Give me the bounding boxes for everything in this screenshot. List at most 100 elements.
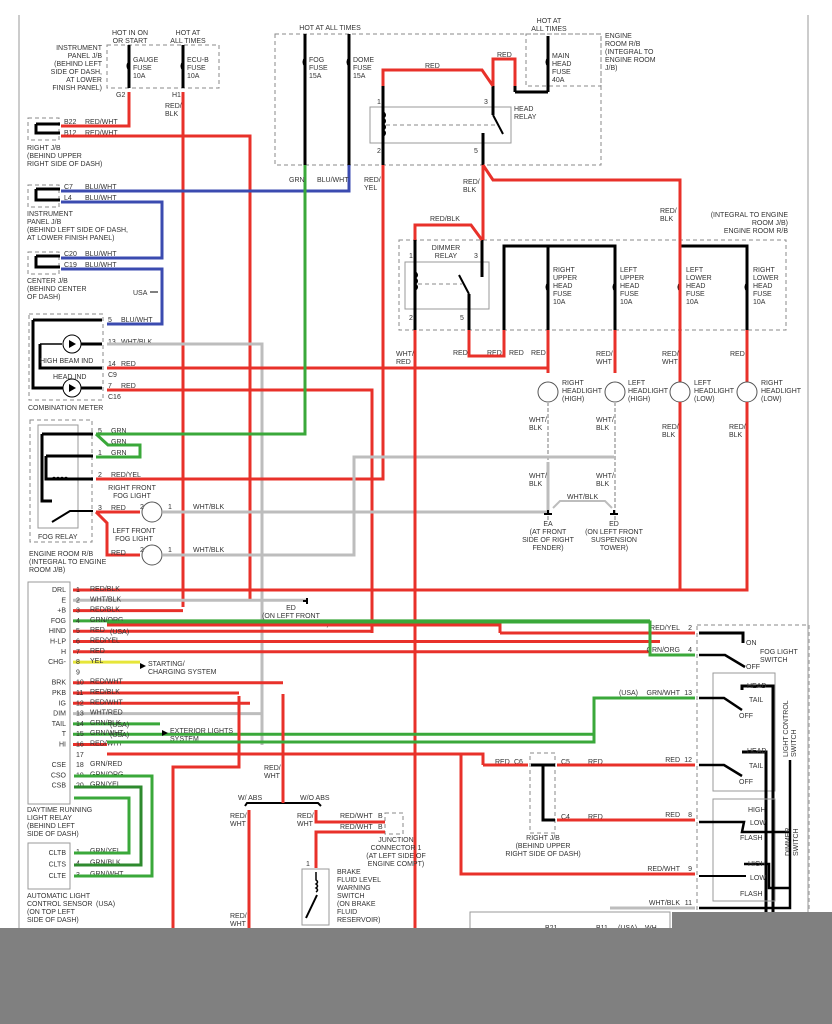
fog-relay-coil-icon [51, 476, 69, 481]
svg-text:(USA): (USA) [96, 901, 115, 908]
wire-blu-wht-c19 [61, 267, 164, 326]
svg-text:3: 3 [484, 99, 488, 106]
svg-text:2: 2 [140, 504, 144, 511]
fog-light-icon [141, 501, 163, 523]
fuse-icon [545, 282, 549, 292]
drl-pin-name: H [61, 649, 66, 656]
head-ind-label: HEAD IND [53, 374, 86, 381]
switch-pin-number: 13 [684, 690, 692, 697]
drl-pin-number: 2 [76, 597, 80, 604]
wire-red-main-fuse [491, 57, 517, 86]
svg-text:HIGH: HIGH [748, 807, 766, 814]
svg-text:HEAD: HEAD [747, 683, 766, 690]
headlight-icon [604, 381, 626, 403]
svg-text:RED: RED [588, 814, 603, 821]
svg-text:1: 1 [168, 547, 172, 554]
svg-text:HIGH: HIGH [748, 861, 766, 868]
headlight-icon [669, 381, 691, 403]
right-jb-right: C6 C5 C4 RED RED RED RIGHT J/B(BEHIND UP… [495, 752, 603, 858]
svg-text:RED: RED [487, 350, 502, 357]
drl-pin: 9 [76, 669, 80, 676]
svg-text:RED: RED [453, 350, 468, 357]
ground-ea-icon [544, 510, 552, 515]
drl-pin-wire: RED [90, 627, 105, 634]
drl-pin-number: 18 [76, 762, 84, 769]
grn-label: GRN [289, 177, 305, 184]
hot-all-times-label-2: HOT AT ALL TIMES [299, 25, 361, 32]
svg-text:C6: C6 [514, 759, 523, 766]
red-label-top-2: RED [497, 52, 512, 59]
svg-text:C5: C5 [561, 759, 570, 766]
wire-red-dimmer-5 [467, 330, 506, 358]
drl-pin-name: HI [59, 742, 66, 749]
switch-pin-number: 12 [684, 757, 692, 764]
drl-pin-name: HIND [49, 628, 66, 635]
drl-pin-wire: RED/YEL [90, 638, 120, 645]
dimmer-switch-label: DIMMERSWITCH [785, 828, 800, 856]
drl-pin-name: TAIL [52, 721, 66, 728]
combination-meter-label: COMBINATION METER [28, 405, 103, 412]
svg-text:5: 5 [98, 428, 102, 435]
bottom-overlay [0, 928, 832, 1024]
svg-text:LOW: LOW [750, 875, 766, 882]
svg-text:RED: RED [121, 361, 136, 368]
brake-switch-spring-icon [314, 872, 319, 893]
arrow-icon [162, 730, 168, 736]
wire-grn-org-cso [74, 785, 143, 867]
svg-text:1: 1 [377, 99, 381, 106]
light-switch-lever-icon [699, 763, 743, 778]
dimmer-switch: HIGH LOW FLASH HIGH LOW FLASH DIMMERSWIT… [699, 760, 800, 910]
switch-pin-wire: WHT/BLK [649, 900, 680, 907]
wire-red-wht-b22 [61, 92, 131, 128]
fog-relay-label: FOG RELAY [38, 534, 78, 541]
switch-pin-number: 9 [688, 866, 692, 873]
svg-text:RED/WHT: RED/WHT [596, 351, 613, 366]
brake-section: RED/WHT W/ ABS W/O ABS RED/WHT RED/WHT R… [230, 765, 426, 928]
svg-text:RED: RED [509, 350, 524, 357]
wire-grn-red-cse [74, 774, 154, 878]
svg-text:BLU/WHT: BLU/WHT [85, 184, 117, 191]
wire-wht-blk-13 [107, 342, 264, 745]
wire-red-wht-9 [107, 752, 695, 876]
drl-pin-number: 11 [76, 690, 83, 697]
drl-pin-name: CSO [51, 772, 67, 779]
svg-text:1: 1 [98, 450, 102, 457]
fuse-icon [612, 282, 616, 292]
wire-grn-yel-csb [74, 796, 131, 855]
svg-text:B12: B12 [64, 130, 77, 137]
svg-text:L4: L4 [64, 195, 72, 202]
drl-pin-number: 10 [76, 680, 84, 687]
svg-text:FLASH: FLASH [740, 891, 763, 898]
wire-grn-5 [96, 165, 307, 436]
drl-pin-wire: WHT/RED [90, 710, 123, 717]
combination-meter: HIGH BEAM IND HEAD IND COMBINATION METER… [28, 313, 153, 412]
drl-pin-number: 4 [76, 618, 80, 625]
svg-text:RED/WHT: RED/WHT [297, 813, 314, 828]
drl-pin-number: 1 [76, 587, 80, 594]
wire-red-blk-head-relay-out [481, 164, 682, 590]
svg-text:RED/WHT: RED/WHT [230, 813, 247, 828]
fog-light-icon [141, 544, 163, 566]
svg-text:14: 14 [108, 361, 116, 368]
